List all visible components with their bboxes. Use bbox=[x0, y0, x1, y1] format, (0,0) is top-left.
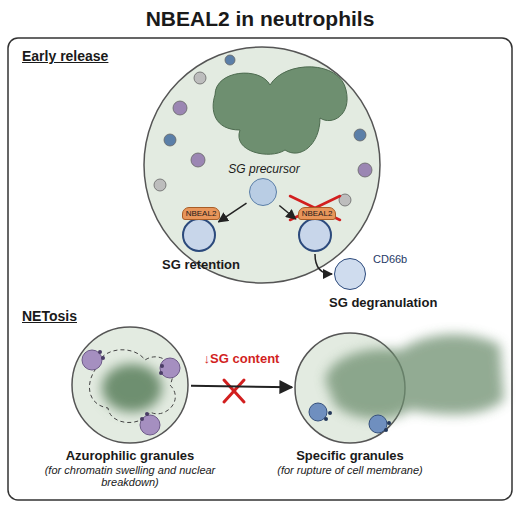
node-heading: Specific granules bbox=[296, 448, 404, 463]
node-heading: CD66b bbox=[373, 253, 407, 265]
section-label: Early release bbox=[22, 48, 108, 64]
azurophilic-cell: Azurophilic granules(for chromatin swell… bbox=[72, 327, 188, 443]
node-heading: Azurophilic granules bbox=[66, 448, 195, 463]
nbeal2-cross bbox=[290, 196, 340, 220]
node-heading: NBEAL2 bbox=[182, 207, 221, 220]
granule-no-nbeal2: NBEAL2 bbox=[298, 218, 332, 252]
neutrophil-cell bbox=[144, 47, 380, 283]
granules bbox=[154, 55, 372, 206]
sg-precursor: SG precursor bbox=[249, 178, 277, 206]
specific-cell: Specific granules(for rupture of cell me… bbox=[295, 333, 405, 443]
netosis-cell-early bbox=[72, 327, 188, 443]
arrow bbox=[279, 205, 295, 219]
chromatin bbox=[102, 364, 162, 412]
specific-granules bbox=[309, 403, 391, 433]
degranulation-bleb: CD66bSG degranulation bbox=[334, 258, 366, 290]
arrow bbox=[218, 203, 246, 222]
node-text: (for chromatin swelling and nuclear brea… bbox=[20, 464, 240, 488]
block-cross bbox=[224, 380, 244, 402]
azurophilic-granules bbox=[82, 350, 180, 435]
section-label: NETosis bbox=[22, 308, 77, 324]
node-heading: NBEAL2 bbox=[298, 207, 337, 220]
outer-panel bbox=[8, 38, 512, 500]
retained-granule: NBEAL2SG retention bbox=[182, 218, 216, 252]
nucleus bbox=[213, 67, 347, 154]
node-text: SG degranulation bbox=[329, 295, 437, 310]
node-heading: SG precursor bbox=[228, 162, 299, 176]
arrow bbox=[315, 254, 332, 274]
node-text: SG retention bbox=[162, 257, 240, 272]
title: NBEAL2 in neutrophils bbox=[0, 7, 520, 31]
node-text: (for rupture of cell membrane) bbox=[277, 464, 423, 476]
net-cloud bbox=[325, 334, 504, 419]
arrow bbox=[191, 386, 292, 387]
edge-label: ↓SG content bbox=[202, 351, 282, 366]
